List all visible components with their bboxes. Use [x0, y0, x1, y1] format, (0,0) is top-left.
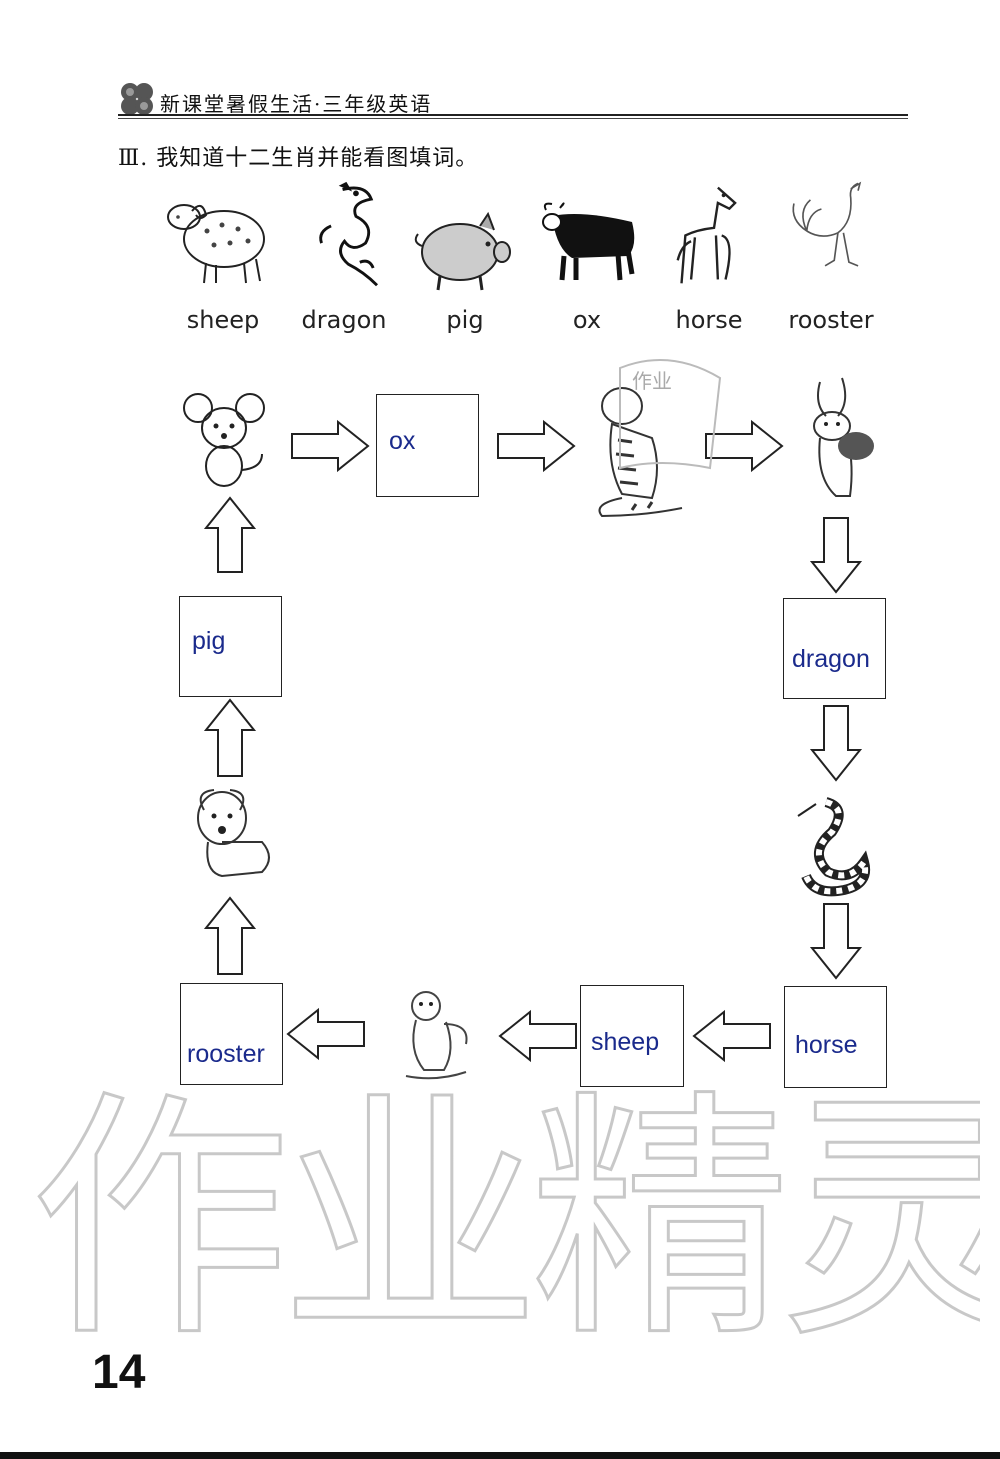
sheep-icon — [167, 204, 265, 284]
rooster-icon — [792, 181, 862, 267]
arrow-up-icon — [203, 496, 257, 573]
monkey-icon — [405, 991, 468, 1080]
answer-text-rooster: rooster — [187, 1040, 265, 1068]
answer-box-horse[interactable]: horse — [784, 986, 887, 1088]
page-number: 14 — [92, 1346, 146, 1399]
instruction-text: Ⅲ. 我知道十二生肖并能看图填词。 — [118, 146, 479, 171]
arrow-left-icon — [692, 1009, 771, 1063]
vocab-word-ox: ox — [572, 306, 602, 334]
answer-text-ox: ox — [389, 427, 416, 455]
pig-icon — [414, 211, 511, 291]
vocab-word-dragon: dragon — [301, 306, 387, 334]
horse-icon — [676, 186, 737, 284]
answer-text-pig: pig — [192, 627, 226, 655]
arrow-left-icon — [286, 1007, 365, 1061]
dog-icon — [197, 789, 270, 878]
answer-box-sheep[interactable]: sheep — [580, 985, 684, 1087]
rat-icon — [183, 393, 265, 487]
answer-box-dragon[interactable]: dragon — [783, 598, 886, 699]
answer-box-ox[interactable]: ox — [376, 394, 479, 497]
arrow-up-icon — [203, 698, 257, 777]
arrow-right-icon — [705, 419, 784, 473]
clover-logo-icon — [121, 83, 153, 115]
header-title: 新课堂暑假生活·三年级英语 — [160, 92, 433, 116]
page-bottom-border — [0, 1452, 1000, 1459]
answer-box-rooster[interactable]: rooster — [180, 983, 283, 1085]
arrow-left-icon — [498, 1009, 577, 1063]
watermark-stamp-text: 作业 — [632, 369, 672, 393]
arrow-up-icon — [203, 896, 257, 975]
watermark-stamp: 作业 — [619, 359, 722, 470]
vocab-word-rooster: rooster — [788, 306, 874, 334]
arrow-down-icon — [809, 903, 863, 980]
answer-box-pig[interactable]: pig — [179, 596, 282, 697]
vocab-word-pig: pig — [446, 306, 484, 334]
arrow-down-icon — [809, 705, 863, 782]
dragon-icon — [319, 181, 379, 287]
snake-icon — [797, 797, 870, 897]
header-divider — [118, 114, 908, 116]
arrow-right-icon — [497, 419, 576, 473]
vocab-word-horse: horse — [675, 306, 743, 334]
tiger-icon — [598, 387, 683, 518]
answer-text-dragon: dragon — [792, 645, 870, 673]
arrow-down-icon — [809, 517, 863, 594]
vocab-word-sheep: sheep — [186, 306, 260, 334]
rabbit-icon — [813, 377, 874, 497]
header-divider-thin — [118, 118, 908, 119]
watermark-large-text: 作业精灵 — [30, 1070, 980, 1350]
arrow-right-icon — [291, 419, 370, 473]
ox-icon — [542, 202, 635, 281]
answer-text-sheep: sheep — [591, 1028, 660, 1056]
answer-text-horse: horse — [795, 1031, 858, 1059]
